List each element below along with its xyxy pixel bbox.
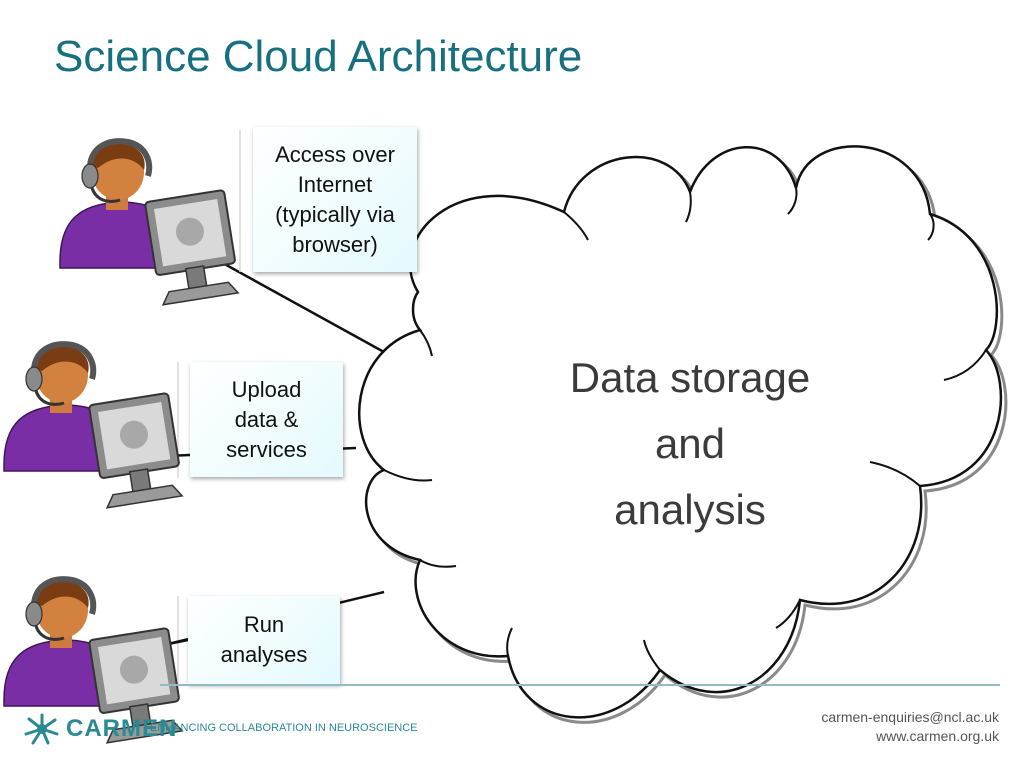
contact-email: carmen-enquiries@ncl.ac.uk [821,709,999,725]
carmen-logo-icon [24,713,59,745]
logo-wordmark: CARMEN [66,715,178,742]
cloud-label-line: analysis [614,486,766,533]
box-line: Upload [231,376,302,402]
box-line: (typically via [275,201,395,227]
access-over-internet-box: Access over Internet (typically via brow… [253,127,417,272]
upload-data-services-box: Upload data & services [190,362,343,477]
box-line: Access over [275,141,395,167]
connector-access [209,254,385,354]
cloud-label-line: and [654,420,726,467]
box-line: data & [234,406,299,432]
box-line: services [226,436,307,462]
contact-info: carmen-enquiries@ncl.ac.uk www.carmen.or… [821,708,999,746]
tagline: ENHANCING COLLABORATION IN NEUROSCIENCE [150,722,418,734]
page-title: Science Cloud Architecture [54,32,583,81]
footer-divider [160,684,1000,686]
contact-website: www.carmen.org.uk [876,728,999,744]
run-analyses-box: Run analyses [188,596,340,684]
box-line: analyses [220,642,308,667]
box-line: Run [243,612,285,637]
user-at-computer-icon [60,141,240,305]
carmen-logo: CARMEN [22,712,177,746]
box-line: browser) [292,231,378,257]
user-at-computer-icon [4,344,184,508]
box-line: Internet [297,171,373,197]
cloud-label-line: Data storage [569,354,811,401]
